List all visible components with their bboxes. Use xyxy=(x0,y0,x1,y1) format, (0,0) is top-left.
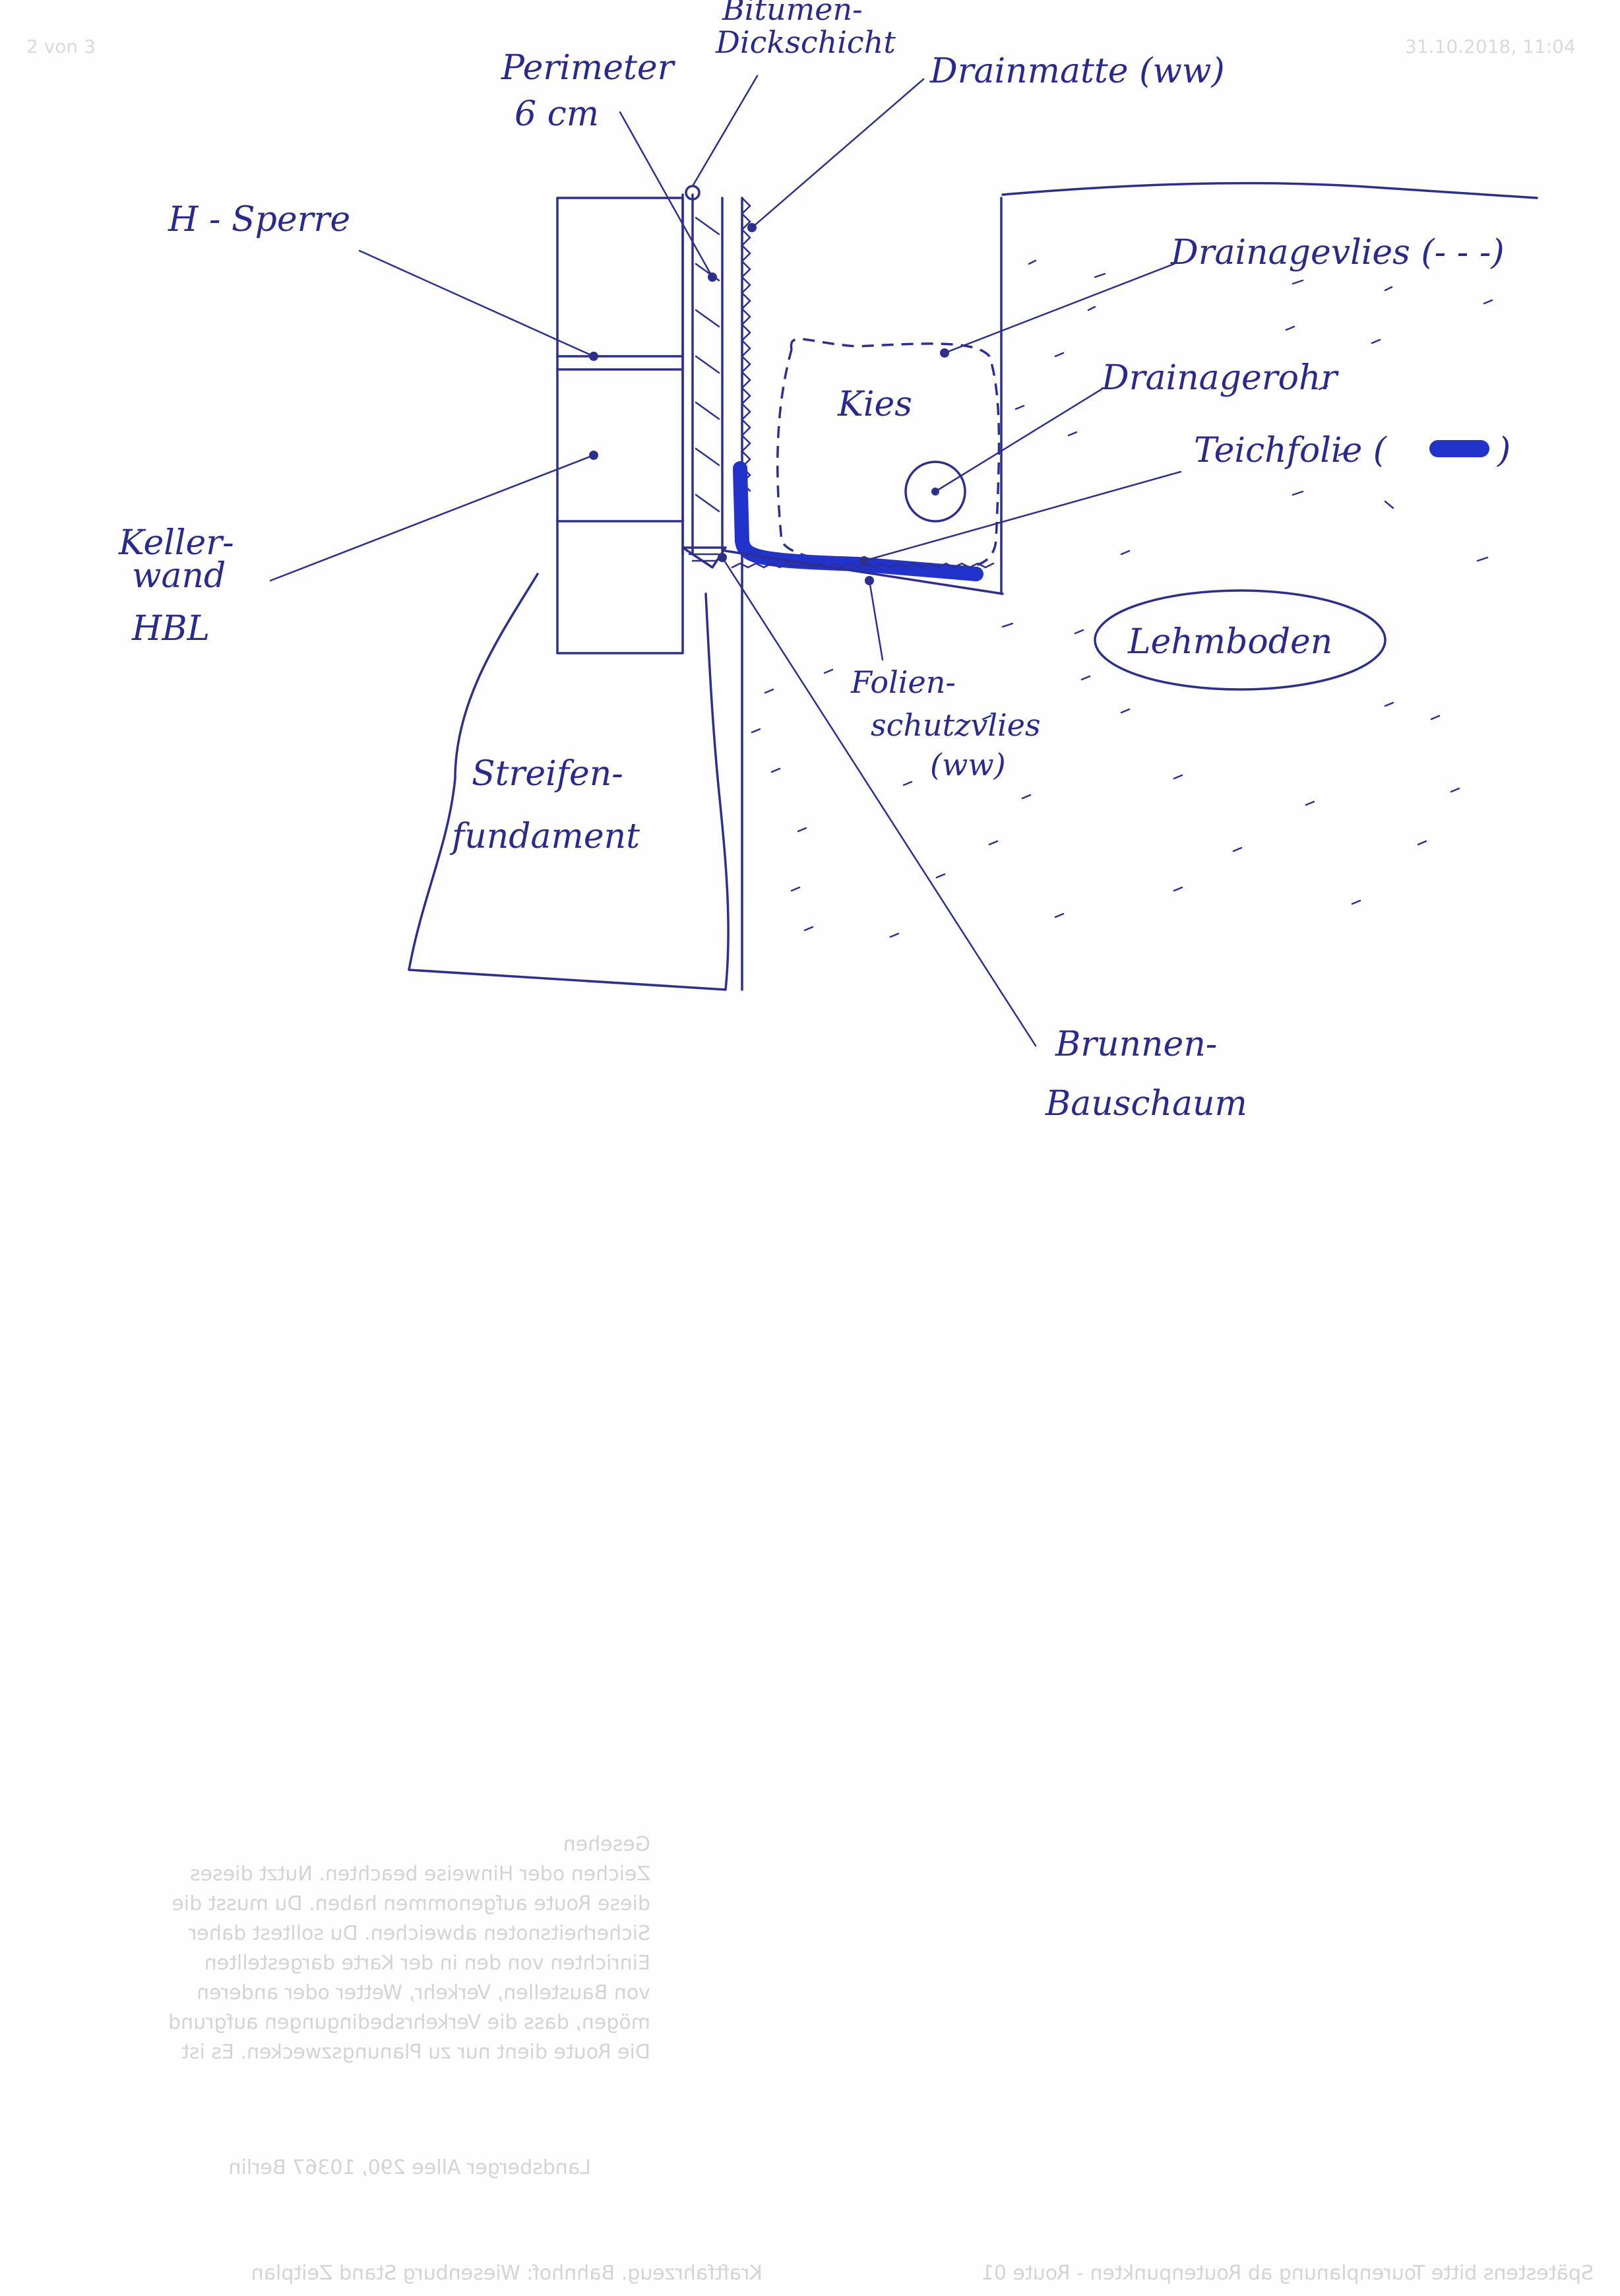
timestamp-ghost: 31.10.2018, 11:04 xyxy=(1405,36,1576,57)
drain-mat-zigzag xyxy=(741,197,751,492)
label-brunnen-1: Brunnen- xyxy=(1055,1025,1217,1064)
soil-speckles xyxy=(751,259,1493,938)
leader-dots xyxy=(589,223,949,585)
label-teichfolie-close: ) xyxy=(1497,431,1511,470)
label-bitumen-2: Dickschicht xyxy=(715,24,896,60)
label-drainagerohr: Drainagerohr xyxy=(1101,358,1339,398)
bleed-line-1: Zeichen oder Hinweise beachten. Nutzt di… xyxy=(190,1863,650,1886)
label-folienschutzvlies-3: (ww) xyxy=(930,747,1006,782)
label-streifenfundament-2: fundament xyxy=(449,817,640,856)
drainage-pipe xyxy=(904,461,966,523)
label-perimeter-2: 6 cm xyxy=(514,94,599,134)
drainage-fleece-dashed xyxy=(776,338,1001,570)
label-bitumen-1: Bitumen- xyxy=(722,0,863,27)
page-number-ghost: 2 von 3 xyxy=(26,36,96,57)
bleed-line-0: Gesehen xyxy=(563,1833,650,1856)
label-folienschutzvlies-1: Folien- xyxy=(850,664,956,700)
clay-soil-ellipse xyxy=(1094,589,1386,691)
label-perimeter-1: Perimeter xyxy=(501,48,676,88)
label-lehmboden: Lehmboden xyxy=(1127,622,1332,662)
label-kies: Kies xyxy=(837,385,912,424)
label-kellerwand-1: Keller- xyxy=(118,523,234,563)
bleed-line-4: Einrichten von den in der Karte dargeste… xyxy=(204,1952,650,1975)
leader-lines xyxy=(269,75,1182,1047)
bleed-line-6: mögen, dass die Verkehrsbedingungen aufg… xyxy=(168,2011,650,2034)
label-folienschutzvlies-2: schutzvlies xyxy=(871,707,1041,743)
bleed-address: Landsberger Allee 290, 10367 Berlin xyxy=(229,2156,591,2179)
bleed-line-2: diese Route aufgenommen haben. Du musst … xyxy=(171,1892,650,1915)
basement-wall xyxy=(556,197,684,654)
perimeter-insulation xyxy=(681,193,724,556)
ground-surface xyxy=(1001,181,1538,199)
label-streifenfundament-1: Streifen- xyxy=(472,754,623,794)
label-h-sperre: H - Sperre xyxy=(168,200,350,239)
strip-foundation-outline xyxy=(408,573,730,991)
label-brunnen-2: Bauschaum xyxy=(1045,1084,1247,1124)
label-teichfolie: Teichfolie ( xyxy=(1194,431,1388,470)
bleed-footer-left: Kraftfahrzeug. Bahnhof: Wiesenburg Stand… xyxy=(251,2262,763,2285)
liner-protection-fleece xyxy=(724,550,1004,595)
bleed-line-3: Sicherheitsnoten abweichen. Du solltest … xyxy=(188,1922,650,1945)
bleed-footer-right: Spätestens bitte Tourenplanung ab Routen… xyxy=(981,2262,1594,2285)
bleed-line-7: Die Route dient nur zu Planungszwecken. … xyxy=(181,2041,650,2064)
bleed-line-5: von Baustellen, Verkehr, Wetter oder and… xyxy=(197,1981,650,2004)
label-kellerwand-3: HBL xyxy=(131,609,210,649)
label-drainmatte: Drainmatte (ww) xyxy=(929,51,1225,91)
bleed-through-block: Gesehen Zeichen oder Hinweise beachten. … xyxy=(168,1833,1594,2285)
label-drainagevlies: Drainagevlies (- - -) xyxy=(1170,233,1505,272)
label-kellerwand-2: wand xyxy=(132,556,226,596)
